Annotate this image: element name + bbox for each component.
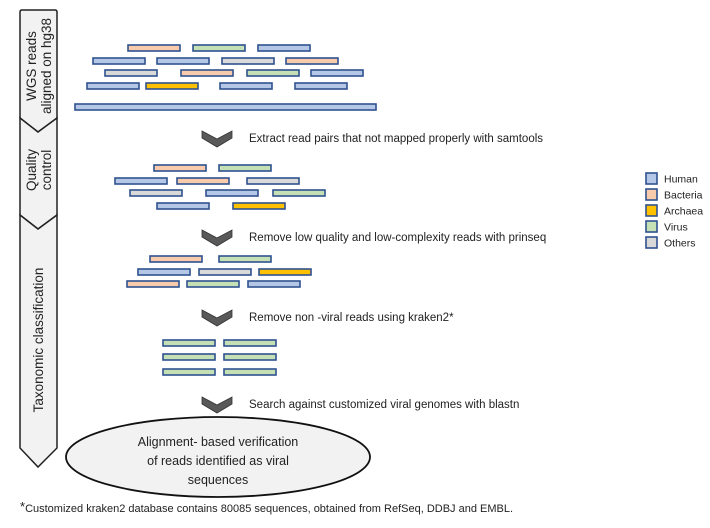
steps-layer: Extract read pairs that not mapped prope… — [201, 130, 546, 414]
read-others — [221, 57, 275, 65]
read-virus — [162, 353, 216, 361]
result-line-1: Alignment- based verification — [138, 435, 299, 449]
stage-label-taxonomic: Taxonomic classification — [31, 268, 46, 413]
read-bacteria — [180, 69, 234, 77]
chevron-down-icon — [201, 229, 233, 247]
legend-item-others: Others — [645, 236, 696, 250]
stage-label-wgs-2: aligned on hg38 — [39, 18, 54, 114]
read-others — [198, 268, 252, 276]
footnote-text: Customized kraken2 database contains 800… — [25, 503, 514, 515]
legend-item-human: Human — [645, 172, 698, 186]
legend-label: Virus — [664, 222, 688, 234]
footnote-marker: * — [20, 499, 26, 514]
footnote: *Customized kraken2 database contains 80… — [20, 499, 514, 518]
read-virus — [186, 280, 240, 288]
read-archaea — [258, 268, 312, 276]
read-archaea — [145, 82, 199, 90]
result-ellipse — [65, 416, 371, 498]
legend-label: Archaea — [664, 206, 703, 218]
chevron-down-icon — [201, 396, 233, 414]
read-others — [246, 177, 300, 185]
legend-item-bacteria: Bacteria — [645, 188, 703, 202]
legend-label: Human — [664, 174, 698, 186]
step-text-3: Remove non -viral reads using kraken2* — [249, 312, 454, 324]
legend-item-archaea: Archaea — [645, 204, 703, 218]
read-human — [257, 44, 311, 52]
read-human — [86, 82, 140, 90]
read-bacteria — [149, 255, 203, 263]
stage-label-wgs-1: WGS reads — [24, 31, 39, 101]
read-virus — [218, 164, 272, 172]
result-line-3: sequences — [188, 473, 248, 487]
read-virus — [192, 44, 246, 52]
read-archaea — [232, 202, 286, 210]
read-virus — [162, 339, 216, 347]
stage-banner-taxonomic — [19, 213, 58, 469]
legend-swatch — [645, 236, 658, 249]
read-virus — [223, 353, 277, 361]
read-others — [129, 189, 183, 197]
read-bacteria — [127, 44, 181, 52]
read-virus — [218, 255, 272, 263]
read-virus — [223, 368, 277, 376]
read-bacteria — [285, 57, 339, 65]
read-human — [219, 82, 273, 90]
legend-swatch — [645, 220, 658, 233]
read-virus — [272, 189, 326, 197]
read-bacteria — [176, 177, 230, 185]
read-human — [205, 189, 259, 197]
chevron-down-icon — [201, 309, 233, 327]
stage-banners: WGS reads aligned on hg38 Quality contro… — [19, 9, 58, 469]
read-human — [137, 268, 191, 276]
read-human — [74, 103, 377, 111]
result-line-2: of reads identified as viral — [147, 454, 289, 468]
wgs-reads — [74, 44, 377, 111]
read-bacteria — [153, 164, 207, 172]
qc-reads — [114, 164, 326, 210]
chevron-down-icon — [201, 130, 233, 148]
legend-label: Bacteria — [664, 190, 703, 202]
stage-banner-wgs — [19, 9, 58, 133]
read-human — [247, 280, 301, 288]
stage-label-qc-2: control — [39, 150, 54, 191]
step-text-2: Remove low quality and low-complexity re… — [249, 232, 546, 244]
read-virus — [162, 368, 216, 376]
stage-label-qc-1: Quality — [24, 149, 39, 191]
read-virus — [246, 69, 300, 77]
reads-layer — [74, 44, 377, 376]
read-human — [156, 57, 210, 65]
legend-label: Others — [664, 238, 696, 250]
step-text-4: Search against customized viral genomes … — [249, 399, 519, 411]
legend-swatch — [645, 172, 658, 185]
read-human — [310, 69, 364, 77]
read-human — [92, 57, 146, 65]
read-bacteria — [126, 280, 180, 288]
read-virus — [223, 339, 277, 347]
read-human — [294, 82, 348, 90]
read-others — [104, 69, 158, 77]
final-result: Alignment- based verification of reads i… — [65, 416, 371, 498]
step-text-1: Extract read pairs that not mapped prope… — [249, 133, 543, 145]
read-human — [114, 177, 168, 185]
legend-swatch — [645, 188, 658, 201]
legend-item-virus: Virus — [645, 220, 688, 234]
read-human — [156, 202, 210, 210]
viral-reads — [162, 339, 277, 376]
legend-swatch — [645, 204, 658, 217]
filtered-reads — [126, 255, 312, 288]
